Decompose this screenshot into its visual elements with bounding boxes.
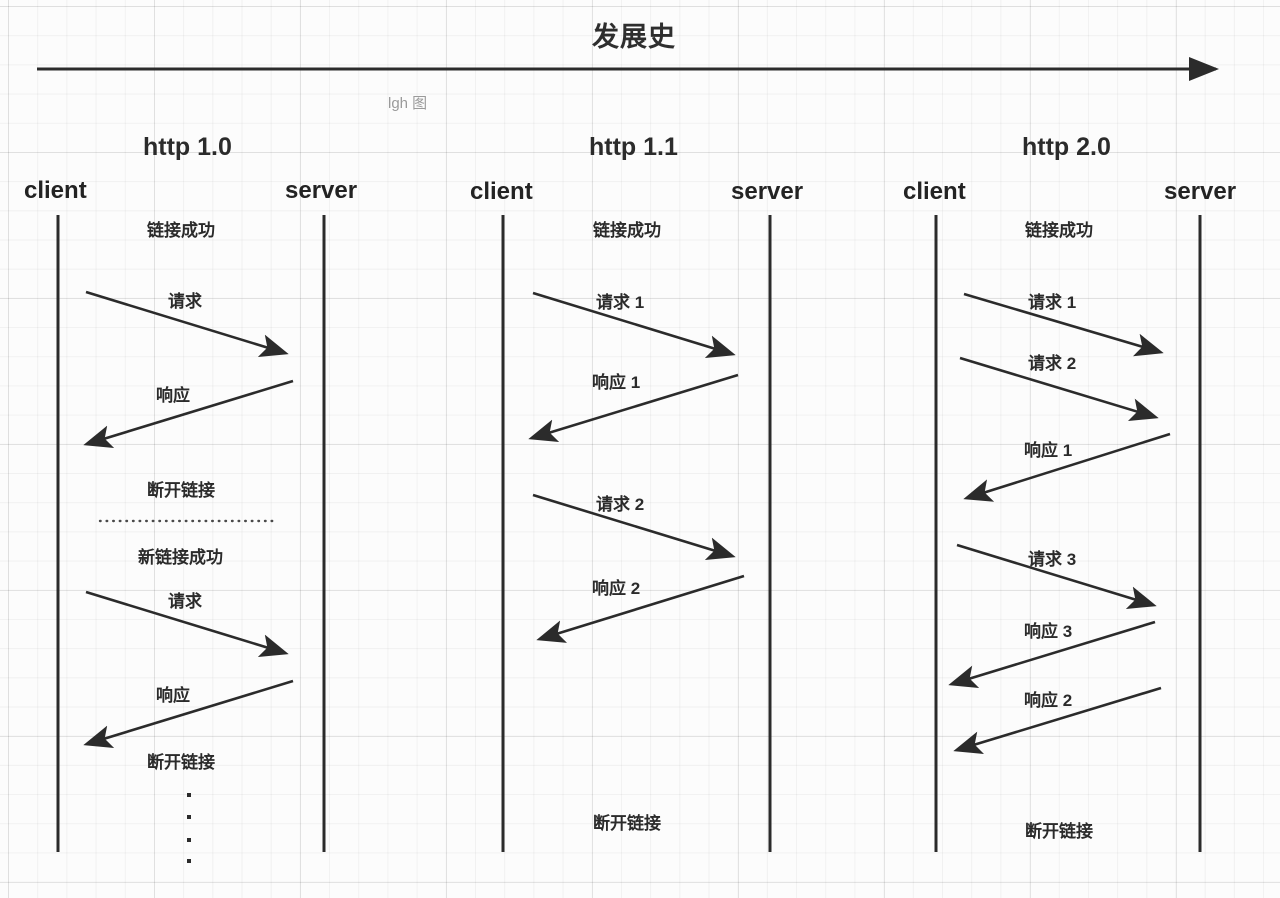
actor-server-http11: server bbox=[731, 178, 804, 205]
arrow-response-2-http11 bbox=[536, 574, 745, 643]
arrow-request-1-http11 bbox=[532, 291, 736, 358]
arrow-request-2-http10 bbox=[85, 590, 289, 657]
msg-response-2-http20: 响应 2 bbox=[1024, 691, 1073, 710]
note-connect-http11: 链接成功 bbox=[593, 221, 661, 240]
msg-response-1-http10: 响应 bbox=[156, 386, 190, 405]
arrow-response-1-http11 bbox=[528, 373, 739, 442]
note-disconnect-1-http10: 断开链接 bbox=[147, 481, 215, 500]
actor-client-http20: client bbox=[903, 178, 966, 205]
actor-client-http10: client bbox=[24, 177, 87, 204]
watermark-label: lgh 图 bbox=[388, 95, 428, 112]
msg-request-2-http20: 请求 2 bbox=[1028, 354, 1077, 373]
arrow-request-1-http20 bbox=[963, 292, 1164, 357]
note-disconnect-2-http10: 断开链接 bbox=[147, 753, 215, 772]
lane-title-http10: http 1.0 bbox=[143, 133, 232, 161]
note-connect-http10: 链接成功 bbox=[147, 221, 215, 240]
msg-request-1-http20: 请求 1 bbox=[1028, 293, 1077, 312]
actor-server-http10: server bbox=[285, 177, 358, 204]
lane-http11 bbox=[501, 215, 772, 852]
lane-http20 bbox=[934, 215, 1202, 852]
arrow-response-2-http20 bbox=[953, 686, 1162, 755]
arrow-response-3-http20 bbox=[948, 620, 1156, 688]
arrow-response-2-http10 bbox=[83, 679, 294, 748]
lane-title-http11: http 1.1 bbox=[589, 133, 678, 161]
arrow-request-1-http10 bbox=[85, 290, 289, 357]
msg-request-2-http11: 请求 2 bbox=[596, 495, 645, 514]
msg-request-2-http10: 请求 bbox=[168, 592, 202, 611]
page-title: 发展史 bbox=[592, 22, 676, 52]
arrow-request-2-http20 bbox=[959, 356, 1159, 422]
lane-title-http20: http 2.0 bbox=[1022, 133, 1111, 161]
arrow-request-3-http20 bbox=[956, 543, 1157, 609]
note-disconnect-http11: 断开链接 bbox=[593, 814, 661, 833]
msg-response-1-http11: 响应 1 bbox=[592, 373, 641, 392]
note-disconnect-http20: 断开链接 bbox=[1025, 822, 1093, 841]
arrow-response-1-http10 bbox=[83, 379, 294, 448]
note-new-connect-http10: 新链接成功 bbox=[138, 548, 223, 567]
note-connect-http20: 链接成功 bbox=[1025, 221, 1093, 240]
msg-response-2-http10: 响应 bbox=[156, 686, 190, 705]
msg-response-2-http11: 响应 2 bbox=[592, 579, 641, 598]
actor-client-http11: client bbox=[470, 178, 533, 205]
arrow-response-1-http20 bbox=[963, 432, 1171, 502]
msg-response-1-http20: 响应 1 bbox=[1024, 441, 1073, 460]
actor-server-http20: server bbox=[1164, 178, 1237, 205]
msg-request-1-http11: 请求 1 bbox=[596, 293, 645, 312]
lane-http10 bbox=[56, 215, 326, 863]
arrow-request-2-http11 bbox=[532, 493, 736, 560]
msg-request-3-http20: 请求 3 bbox=[1028, 550, 1077, 569]
msg-request-1-http10: 请求 bbox=[168, 292, 202, 311]
ellipsis-dots-http10 bbox=[187, 793, 191, 863]
msg-response-3-http20: 响应 3 bbox=[1024, 622, 1073, 641]
